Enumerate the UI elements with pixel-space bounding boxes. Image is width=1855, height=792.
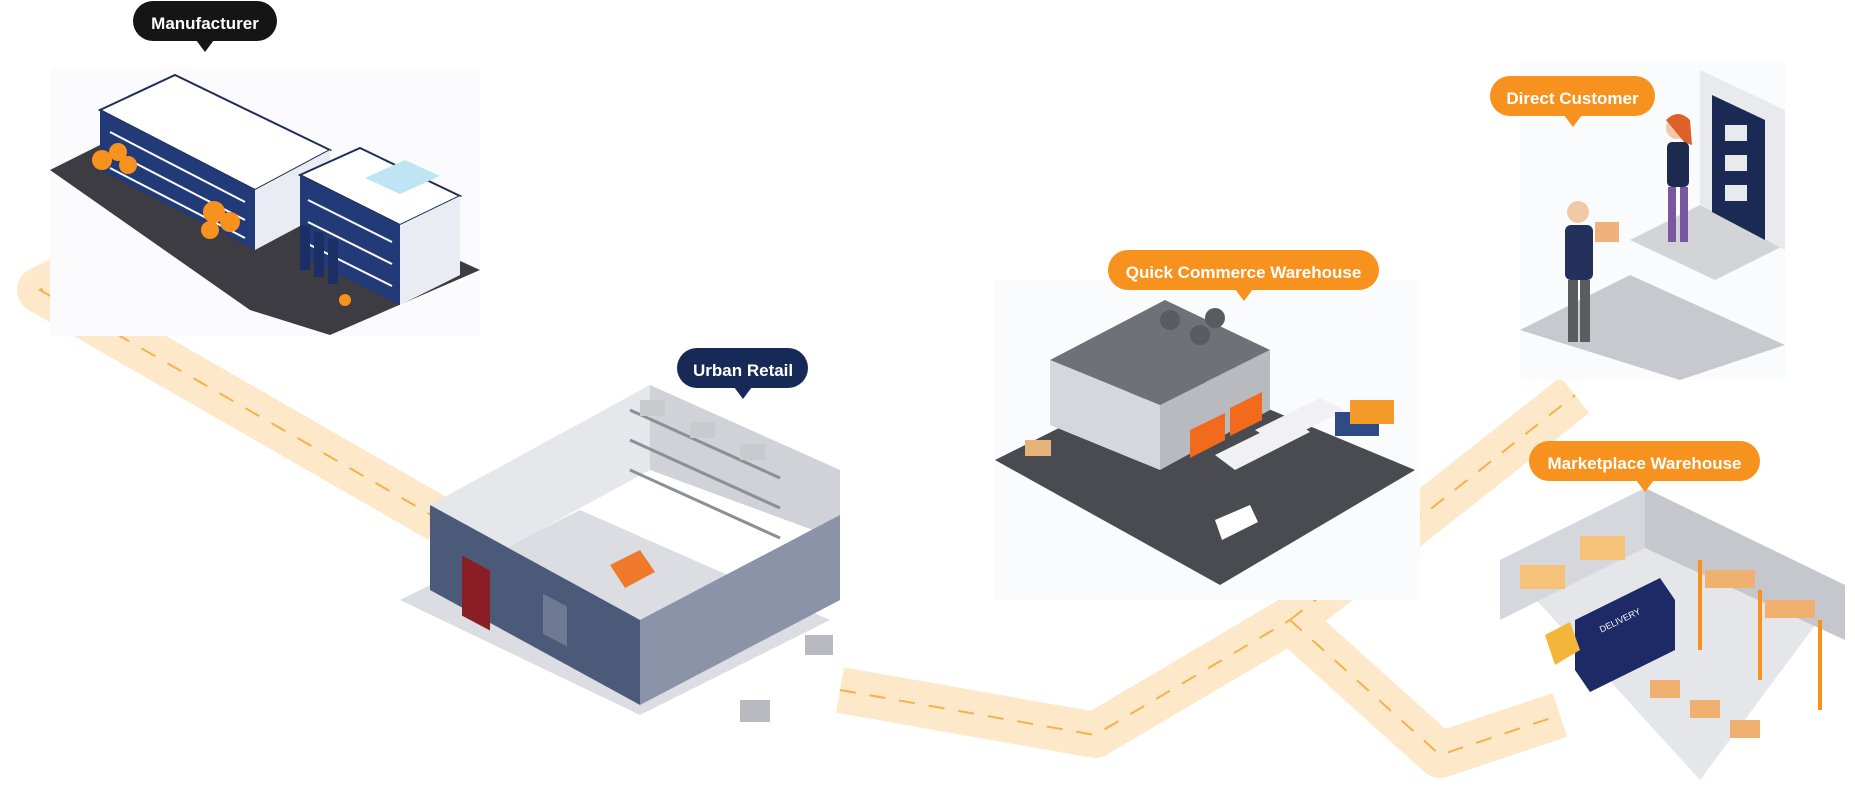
delivery-van: DELIVERY (1575, 578, 1675, 692)
marketplace-label-text: Marketplace Warehouse (1547, 454, 1742, 473)
direct-customer-illustration (1520, 60, 1785, 380)
quick-commerce-illustration (995, 280, 1420, 600)
marketplace-label[interactable]: Marketplace Warehouse (1529, 441, 1760, 492)
urban-retail-illustration (400, 385, 840, 722)
road-hub-to-marketplace (1274, 602, 1568, 778)
quick-commerce-label-text: Quick Commerce Warehouse (1125, 263, 1362, 282)
manufacturer-label[interactable]: Manufacturer (133, 1, 277, 52)
customer-person (1666, 114, 1692, 242)
courier-person (1565, 201, 1619, 342)
marketplace-illustration: DELIVERY (1500, 488, 1845, 780)
manufacturer-label-text: Manufacturer (151, 14, 259, 33)
direct-customer-label-text: Direct Customer (1506, 89, 1639, 108)
urban-retail-label[interactable]: Urban Retail (677, 348, 808, 399)
road-lane-4 (1289, 619, 1561, 757)
quick-commerce-label[interactable]: Quick Commerce Warehouse (1108, 250, 1379, 301)
urban-retail-label-text: Urban Retail (693, 361, 794, 380)
manufacturer-illustration (50, 68, 480, 336)
road-retail-to-hub (836, 600, 1302, 758)
direct-customer-label[interactable]: Direct Customer (1490, 76, 1655, 127)
